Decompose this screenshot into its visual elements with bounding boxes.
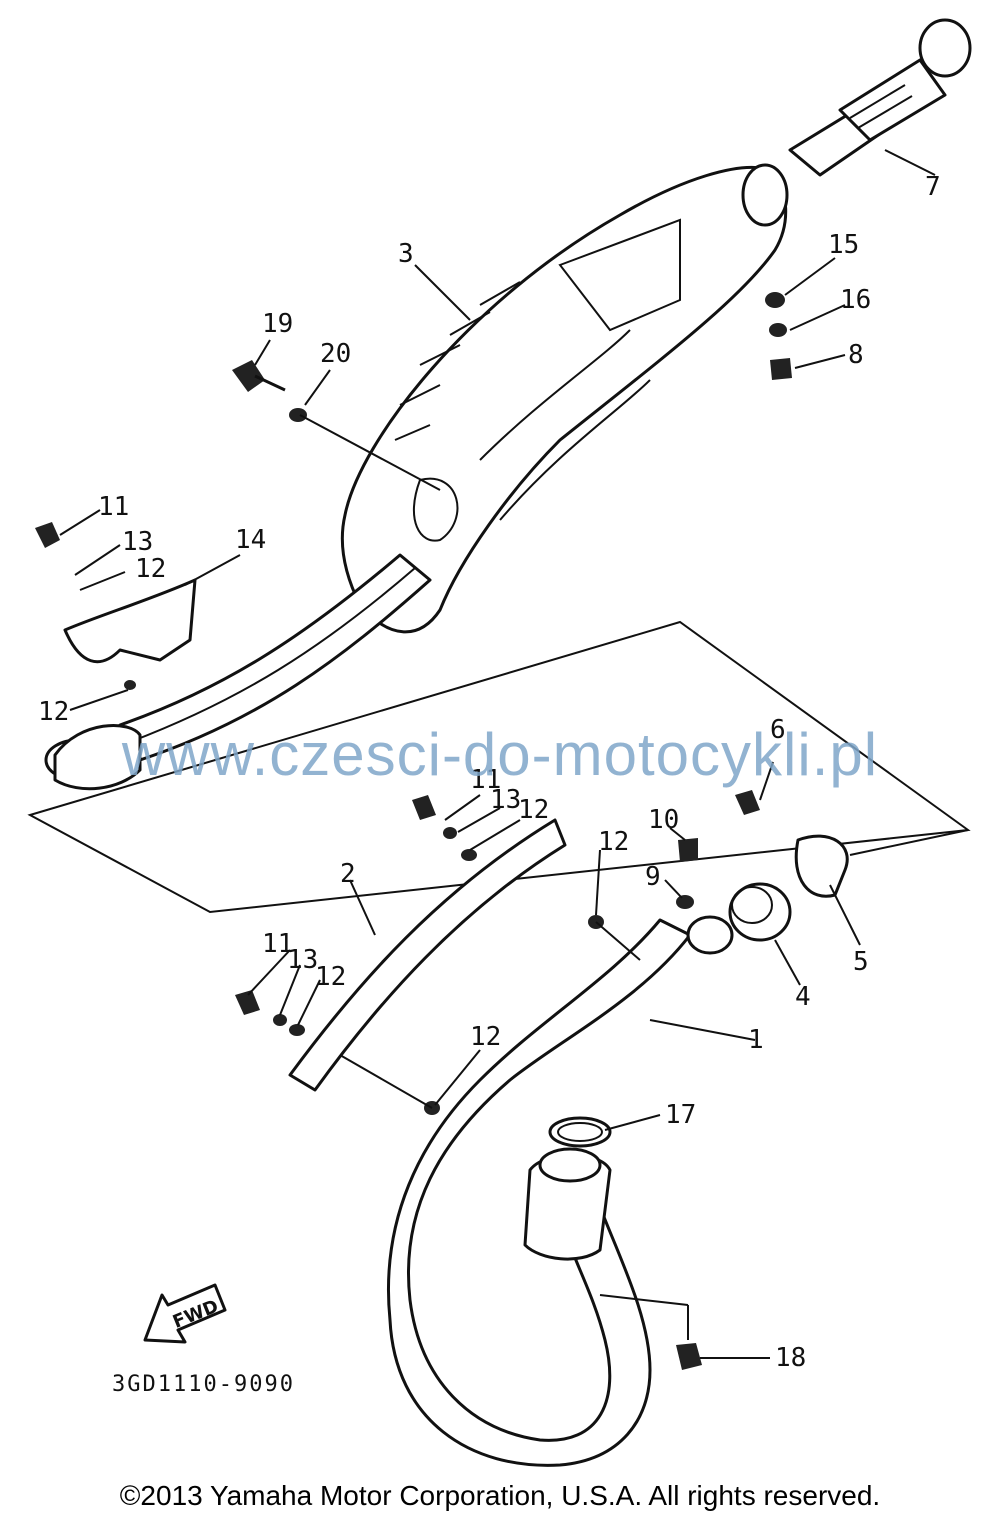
callout-11-upper: 11 [98,492,129,522]
callout-13-lower: 13 [287,945,318,975]
callout-13-mid: 13 [490,785,521,815]
callout-10: 10 [648,805,679,835]
tail-pipe [788,18,972,177]
callout-4: 4 [795,982,811,1012]
callout-12-upper: 12 [135,554,166,584]
pipe-clamp [794,834,849,898]
hardware-bolts [35,292,792,1370]
callout-12-mid: 12 [518,795,549,825]
callout-11-mid: 11 [470,765,501,795]
callout-7: 7 [925,172,941,202]
callout-1: 1 [748,1025,764,1055]
callout-8: 8 [848,340,864,370]
exhaust-pipe-bracket [288,818,567,1092]
callout-15: 15 [828,230,859,260]
callout-12-bottom: 12 [470,1022,501,1052]
drawing-number: 3GD1110-9090 [112,1372,295,1397]
callout-12-right: 12 [598,827,629,857]
fwd-arrow: FWD [143,1283,227,1344]
callout-19: 19 [262,309,293,339]
callout-numbers: 3 7 15 16 8 19 20 11 13 12 14 12 6 11 13… [38,172,941,1373]
callout-3: 3 [398,239,414,269]
copyright-notice: ©2013 Yamaha Motor Corporation, U.S.A. A… [119,1480,881,1511]
callout-11-lower: 11 [262,929,293,959]
callout-13-upper: 13 [122,527,153,557]
callout-6: 6 [770,715,786,745]
exhaust-pipe [386,915,734,1467]
callout-5: 5 [853,947,869,977]
callout-9: 9 [645,862,661,892]
muffler [340,163,789,634]
callout-20: 20 [320,339,351,369]
leader-lines [59,149,969,1359]
callout-18: 18 [775,1343,806,1373]
pipe-joint [728,882,792,942]
callout-2: 2 [340,859,356,889]
callout-12-left: 12 [38,697,69,727]
callout-16: 16 [840,285,871,315]
heat-shield-bracket [63,578,197,664]
watermark-url: www.czesci-do-motocykli.pl [121,721,879,788]
callout-12-lower: 12 [315,962,346,992]
callout-14: 14 [235,525,266,555]
callout-17: 17 [665,1100,696,1130]
muffler-front-pipe [44,553,432,791]
